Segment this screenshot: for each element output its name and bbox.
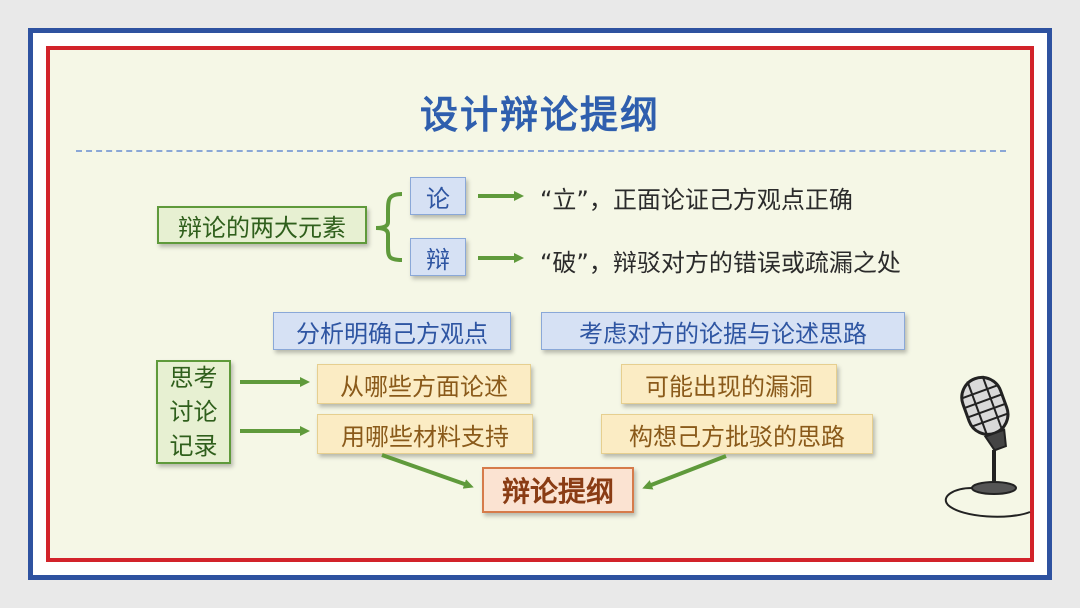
own-item-aspects: 从哪些方面论述 — [317, 364, 531, 404]
own-item-materials: 用哪些材料支持 — [317, 414, 533, 454]
brace-connector — [375, 192, 403, 262]
thinking-record-line-2: 讨论 — [169, 398, 218, 426]
opponent-item-rebuttal: 构想己方批驳的思路 — [601, 414, 873, 454]
thinking-record-line-1: 思考 — [169, 364, 218, 392]
thinking-record-line-3: 记录 — [169, 432, 218, 460]
page-title: 设计辩论提纲 — [419, 93, 660, 137]
elements-root-box: 辩论的两大元素 — [157, 206, 367, 244]
opponent-item-loopholes: 可能出现的漏洞 — [621, 364, 837, 404]
header-opponent-reasoning: 考虑对方的论据与论述思路 — [541, 312, 905, 350]
result-outline-box: 辩论提纲 — [482, 467, 634, 513]
header-own-view: 分析明确己方观点 — [273, 312, 511, 350]
arrow-left-to-result — [381, 453, 474, 489]
element-bian-box: 辩 — [410, 238, 466, 276]
element-lun-box: 论 — [410, 177, 466, 215]
element-bian-description: “破”，辩驳对方的错误或疏漏之处 — [540, 249, 901, 277]
element-lun-description: “立”，正面论证己方观点正确 — [540, 186, 853, 214]
title-divider — [76, 150, 1006, 152]
arrow-right-to-result — [642, 454, 727, 490]
thinking-record-box: 思考 讨论 记录 — [156, 360, 231, 464]
